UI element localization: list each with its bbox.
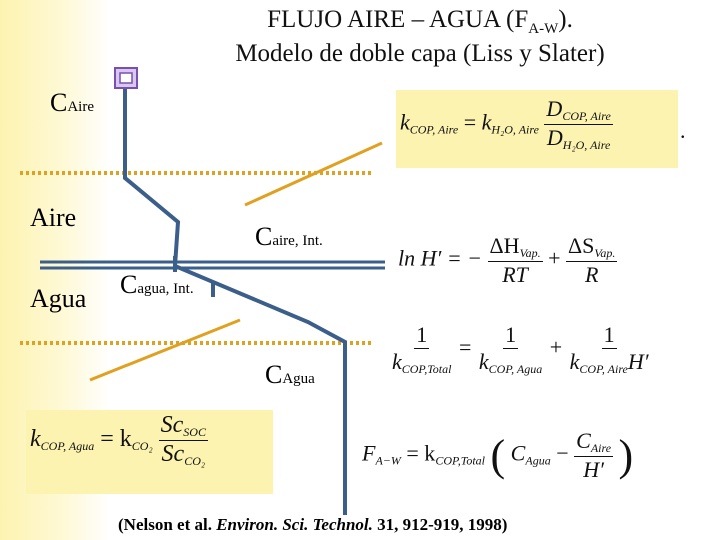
label-c-agua: CAgua xyxy=(265,360,315,389)
label-agua: Agua xyxy=(30,284,87,313)
film-icon xyxy=(114,67,138,89)
orange-line-2 xyxy=(89,318,241,382)
equation-total-resistance: 1 kCOP,Total = 1 kCOP, Agua + 1 kCOP, Ai… xyxy=(392,322,649,376)
eq4-highlight xyxy=(26,410,273,494)
label-c-aire-int: Caire, Int. xyxy=(255,222,323,251)
label-aire: Aire xyxy=(30,203,77,232)
orange-line-1 xyxy=(244,141,383,207)
eq1-highlight xyxy=(396,90,678,168)
label-c-aire: CAire xyxy=(50,88,94,117)
equation-k-cop-aire: kCOP, Aire = kH₂O, Aire DCOP, Aire DH₂O,… xyxy=(400,96,613,152)
label-c-agua-int: Cagua, Int. xyxy=(120,270,194,299)
page-title-line1: FLUJO AIRE – AGUA (FA-W). xyxy=(267,6,573,37)
equation-ln-h: ln H′ = − ΔHVap. RT + ΔSVap. R xyxy=(398,233,618,287)
page-title-line2: Modelo de doble capa (Liss y Slater) xyxy=(235,40,605,67)
equation-1-period: . xyxy=(680,118,686,143)
citation: (Nelson et al. Environ. Sci. Technol. 31… xyxy=(118,515,508,534)
equation-k-cop-agua: kCOP, Agua = kCO₂ ScSOC ScCO₂ xyxy=(30,412,208,468)
equation-flux: FA−W = kCOP,Total ( CAgua − CAire H′ ) xyxy=(362,428,634,482)
